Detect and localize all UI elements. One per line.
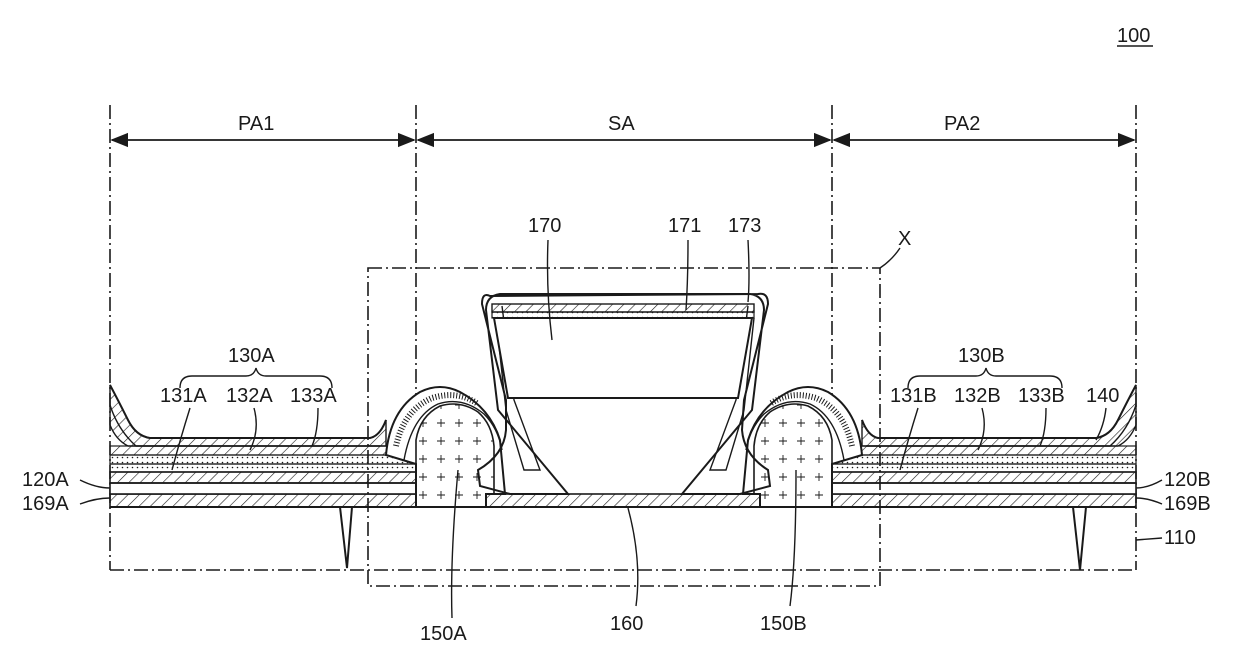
- figure-number: 100: [1117, 25, 1150, 47]
- label-140: 140: [1086, 385, 1119, 407]
- label-150b: 150B: [760, 613, 807, 635]
- leader-120a: [80, 480, 110, 488]
- label-130b: 130B: [958, 345, 1005, 367]
- leader-169b: [1136, 498, 1162, 504]
- label-169a: 169A: [22, 493, 69, 515]
- led-chip-170: [478, 294, 770, 494]
- label-170: 170: [528, 215, 561, 237]
- electrode-160: [486, 494, 760, 507]
- label-132b: 132B: [954, 385, 1001, 407]
- leader-171: [686, 240, 688, 310]
- leader-169a: [80, 498, 110, 504]
- label-132a: 132A: [226, 385, 273, 407]
- label-133b: 133B: [1018, 385, 1065, 407]
- substrate-110: [110, 507, 1136, 570]
- label-173: 173: [728, 215, 761, 237]
- region-label-sa: SA: [608, 113, 635, 135]
- label-110: 110: [1164, 527, 1196, 549]
- label-133a: 133A: [290, 385, 337, 407]
- label-131a: 131A: [160, 385, 207, 407]
- leader-110: [1136, 538, 1162, 540]
- label-150a: 150A: [420, 623, 467, 645]
- label-130a: 130A: [228, 345, 275, 367]
- leader-160: [628, 508, 638, 606]
- left-layer-stack: [110, 464, 416, 507]
- label-171: 171: [668, 215, 701, 237]
- region-label-pa1: PA1: [238, 113, 274, 135]
- label-131b: 131B: [890, 385, 937, 407]
- right-layer-stack: [832, 464, 1136, 507]
- leader-173: [748, 240, 749, 302]
- label-160: 160: [610, 613, 643, 635]
- label-120b: 120B: [1164, 469, 1211, 491]
- detail-label-x: X: [898, 228, 911, 250]
- leader-120b: [1136, 480, 1162, 488]
- label-120a: 120A: [22, 469, 69, 491]
- region-label-pa2: PA2: [944, 113, 980, 135]
- label-169b: 169B: [1164, 493, 1211, 515]
